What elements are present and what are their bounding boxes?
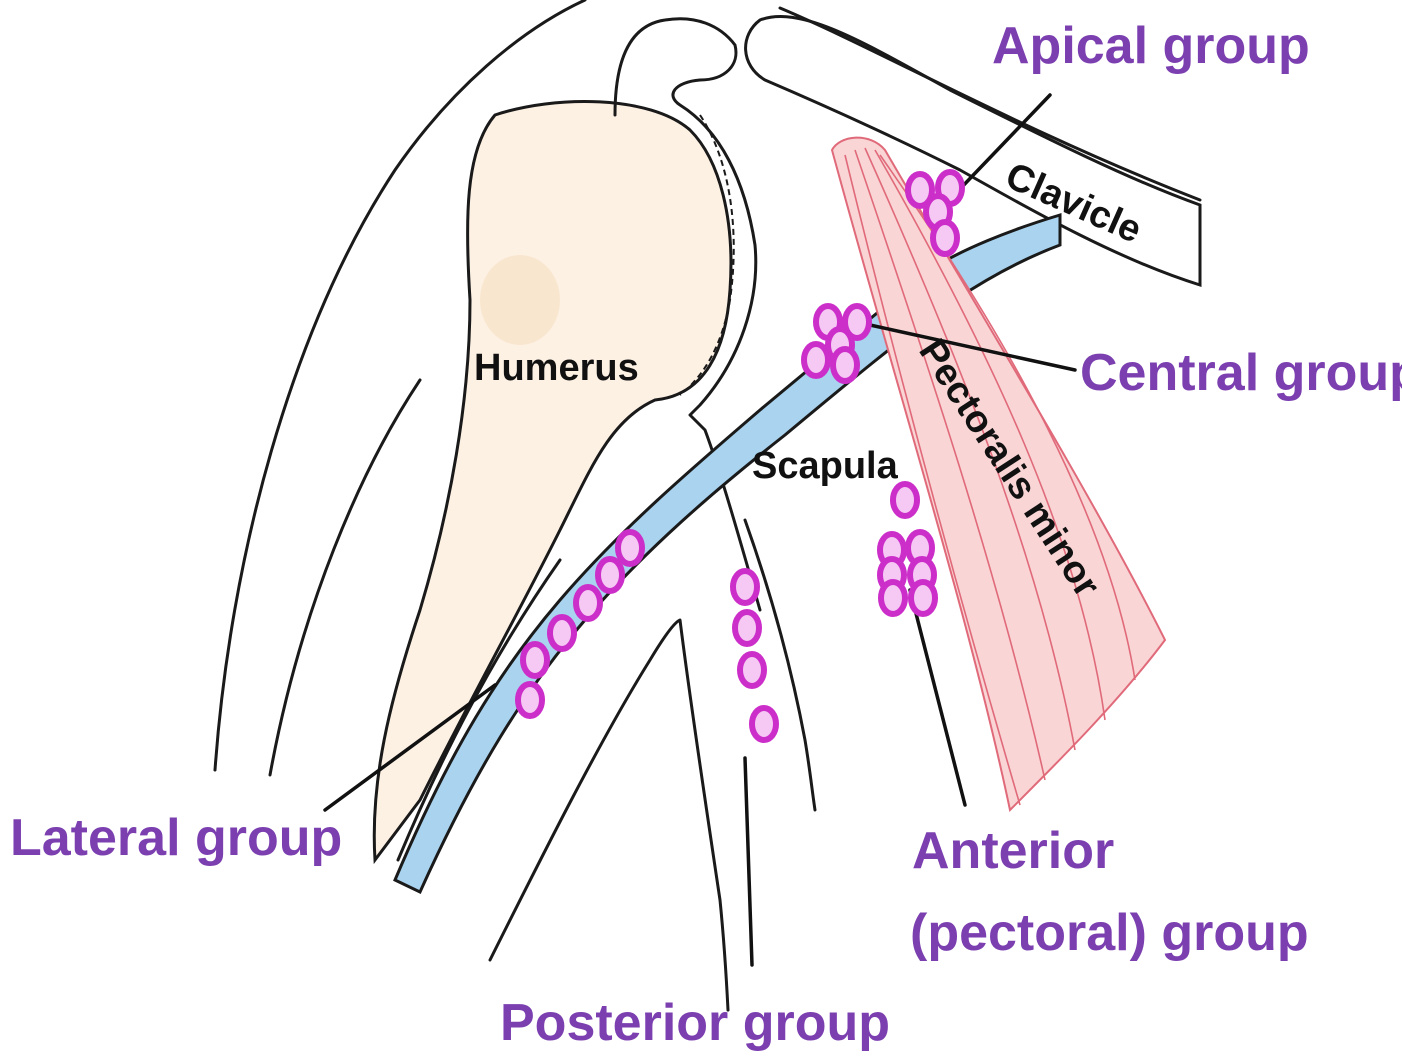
lateral-group-label: Lateral group <box>10 809 342 867</box>
lymph-node <box>735 612 759 644</box>
lymph-node <box>740 654 764 686</box>
lymph-node <box>523 644 547 676</box>
lymph-node <box>804 344 828 376</box>
lymph-node <box>881 582 905 614</box>
anterior-group-label-line1: Anterior <box>912 822 1114 880</box>
central-group-label: Central group <box>1080 344 1402 402</box>
lymph-node <box>833 349 857 381</box>
lymph-node <box>752 708 776 740</box>
lymph-node <box>911 582 935 614</box>
humerus-label: Humerus <box>474 347 639 389</box>
lymph-node <box>550 617 574 649</box>
lymph-node <box>518 684 542 716</box>
lymph-node <box>933 222 957 254</box>
anterior-group-label-line2: (pectoral) group <box>910 904 1309 962</box>
lymph-node <box>618 532 642 564</box>
posterior-leader-line <box>745 758 752 965</box>
lymph-node <box>598 559 622 591</box>
humerus-shading <box>480 255 560 345</box>
scapula-label: Scapula <box>752 445 899 487</box>
lymph-node <box>893 484 917 516</box>
posterior-group-label: Posterior group <box>500 994 890 1052</box>
apical-group-label: Apical group <box>992 17 1310 75</box>
anterior-node-group <box>880 484 935 614</box>
lymph-node <box>576 587 600 619</box>
lymph-node <box>733 571 757 603</box>
anterior-leader-line <box>910 590 965 805</box>
